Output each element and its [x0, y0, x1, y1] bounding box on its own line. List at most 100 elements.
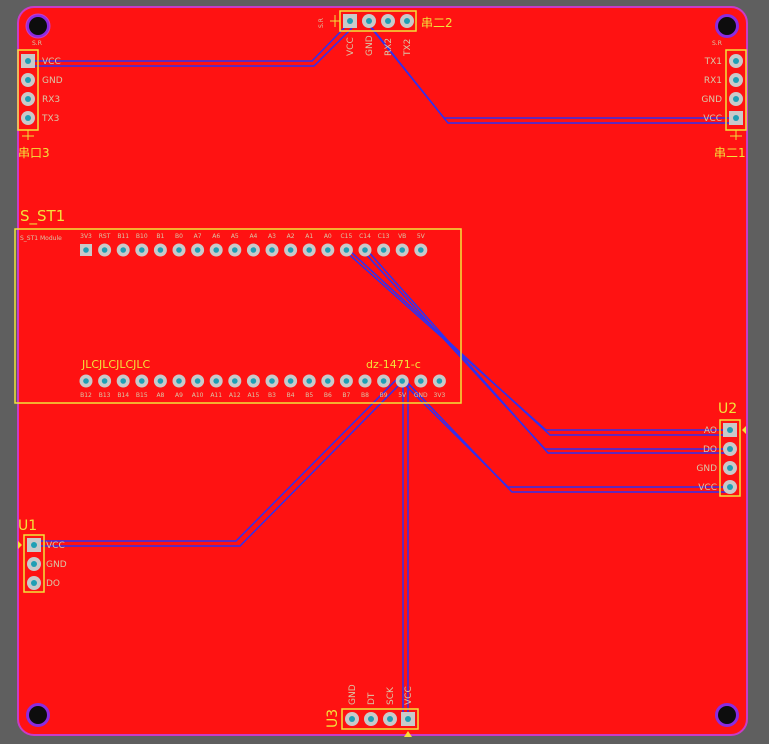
module-top-pin-hole-8 — [213, 247, 219, 253]
module-outline — [14, 228, 462, 404]
module-top-pin-hole-19 — [418, 247, 424, 253]
u3-pin-4: VCC — [404, 686, 414, 705]
module-bottom-pin-hole-19 — [418, 378, 424, 384]
port2-pin-2: GND — [365, 35, 375, 56]
u3-pin-2: DT — [367, 692, 377, 705]
module-bottom-pin-hole-15 — [343, 378, 350, 384]
module-bottom-pin-hole-13 — [306, 378, 313, 384]
module-bottom-pin-label-4: B15 — [136, 392, 148, 399]
trace-ao-u2-b — [348, 249, 730, 436]
module-bottom-pin-label-6: A9 — [175, 392, 183, 399]
module-top-pin-hole-4 — [139, 247, 145, 253]
module-top-pin-label-11: A3 — [268, 233, 276, 240]
port2-pin-3: RX2 — [384, 38, 394, 56]
module-bottom-pin-label-19: GND — [414, 392, 428, 399]
module-top-pin-label-16: C14 — [359, 233, 371, 240]
module-designator: S_ST1 — [20, 207, 65, 226]
port3-pin-1: VCC — [42, 57, 61, 67]
module-bottom-pin-hole-4 — [139, 378, 145, 384]
module-top-pin-hole-13 — [306, 247, 313, 253]
module-top-pin-hole-7 — [194, 247, 201, 253]
port2-footprint: S.R — [318, 18, 325, 28]
module-silk-text: JLCJLCJLCJLC — [81, 358, 151, 371]
mounting-hole-bottom-right — [715, 703, 739, 727]
module-bottom-pin-label-8: A11 — [210, 392, 222, 399]
u2-pin-4: VCC — [698, 483, 717, 493]
port1-pin-4: VCC — [703, 114, 722, 124]
module-top-pin-label-4: B10 — [136, 233, 148, 240]
u1-pin-3: DO — [46, 579, 60, 589]
u3-pin-1: GND — [348, 684, 358, 705]
header-port3[interactable]: S.R VCC GND RX3 TX3 串口3 — [17, 40, 63, 160]
module-bottom-pin-label-1: B12 — [80, 392, 92, 399]
module-bottom-pin-hole-9 — [232, 378, 238, 384]
trace-port2-port1-b — [371, 27, 736, 124]
u2-pin-1: AO — [704, 426, 717, 436]
module-bottom-pin-hole-10 — [250, 378, 257, 384]
module-bottom-pin-label-10: A15 — [248, 392, 260, 399]
module-top-pin-label-2: RST — [99, 233, 111, 240]
module-top-pin-hole-3 — [120, 247, 126, 253]
header-port1[interactable]: S.R TX1 RX1 GND VCC 串二1 — [701, 40, 747, 160]
port3-pin-2: GND — [42, 76, 63, 86]
module-bottom-pin-label-13: B5 — [305, 392, 313, 399]
module-top-pin-label-19: 5V — [417, 233, 426, 240]
mounting-hole-top-right — [715, 14, 739, 38]
module-top-pin-label-5: B1 — [156, 233, 164, 240]
module-bottom-pin-hole-3 — [120, 378, 126, 384]
module-bottom-pin-hole-20 — [436, 378, 443, 384]
module-bottom-pin-hole-5 — [157, 378, 164, 384]
port2-pin-1: VCC — [346, 37, 356, 56]
u1-pin-1: VCC — [46, 541, 65, 551]
port2-pin-4: TX2 — [403, 39, 413, 57]
module-bottom-pin-hole-11 — [269, 378, 275, 384]
header-port2[interactable]: S.R VCC GND RX2 TX2 串二2 — [318, 10, 453, 57]
mounting-hole-bottom-left — [26, 703, 50, 727]
header-u1[interactable]: U1 VCC GND DO — [18, 518, 67, 593]
header-u3[interactable]: U3 GND DT SCK VCC — [325, 684, 419, 737]
module-top-pin-label-13: A1 — [305, 233, 313, 240]
module-top-pin-hole-6 — [176, 247, 182, 253]
port1-pin-2: RX1 — [704, 76, 722, 86]
port2-designator: 串二2 — [421, 16, 453, 30]
module-top-pin-hole-11 — [269, 247, 275, 253]
module-bottom-pin-label-14: B6 — [324, 392, 332, 399]
port3-pin-4: TX3 — [41, 114, 59, 124]
u2-designator: U2 — [718, 401, 737, 417]
module-top-pin-hole-16 — [362, 247, 368, 253]
module-top-pin-hole-12 — [287, 247, 294, 253]
port1-designator: 串二1 — [714, 146, 746, 160]
module-part: dz-1471-c — [366, 358, 421, 371]
u2-pin-2: DO — [703, 445, 717, 455]
module-top-pin-label-17: C13 — [378, 233, 390, 240]
module-bottom-pin-label-11: B3 — [268, 392, 276, 399]
module-bottom-pin-hole-1 — [83, 378, 89, 384]
module-bottom-pin-hole-8 — [213, 378, 219, 384]
module-bottom-pin-label-7: A10 — [192, 392, 204, 399]
module-bottom-pin-label-5: A8 — [156, 392, 164, 399]
header-u2[interactable]: U2 AO DO GND VCC — [696, 401, 746, 497]
trace-ao-u2 — [343, 249, 730, 431]
traces — [28, 23, 736, 718]
port3-pin-3: RX3 — [42, 95, 60, 105]
module-bottom-pin-label-9: A12 — [229, 392, 241, 399]
module-top-pin-hole-5 — [157, 247, 164, 253]
module-top-pin-hole-14 — [325, 247, 331, 253]
module-bottom-pin-label-12: B4 — [287, 392, 295, 399]
port1-footprint: S.R — [712, 40, 722, 47]
module-top-pin-label-1: 3V3 — [80, 233, 92, 240]
module-top-pin-label-12: A2 — [287, 233, 295, 240]
module-top-pin-label-18: VB — [398, 233, 406, 240]
trace-vcc-port3-b — [28, 27, 353, 67]
module-top-pin-label-15: C15 — [340, 233, 352, 240]
module-top-pin-label-8: A6 — [212, 233, 220, 240]
module-top-pin-hole-2 — [101, 247, 108, 253]
module-top-pin-hole-15 — [343, 247, 350, 253]
module-top-pin-label-10: A4 — [249, 233, 257, 240]
module-bottom-pin-label-15: B7 — [342, 392, 350, 399]
mounting-hole-top-left — [25, 13, 51, 39]
port1-pin-3: GND — [701, 95, 722, 105]
